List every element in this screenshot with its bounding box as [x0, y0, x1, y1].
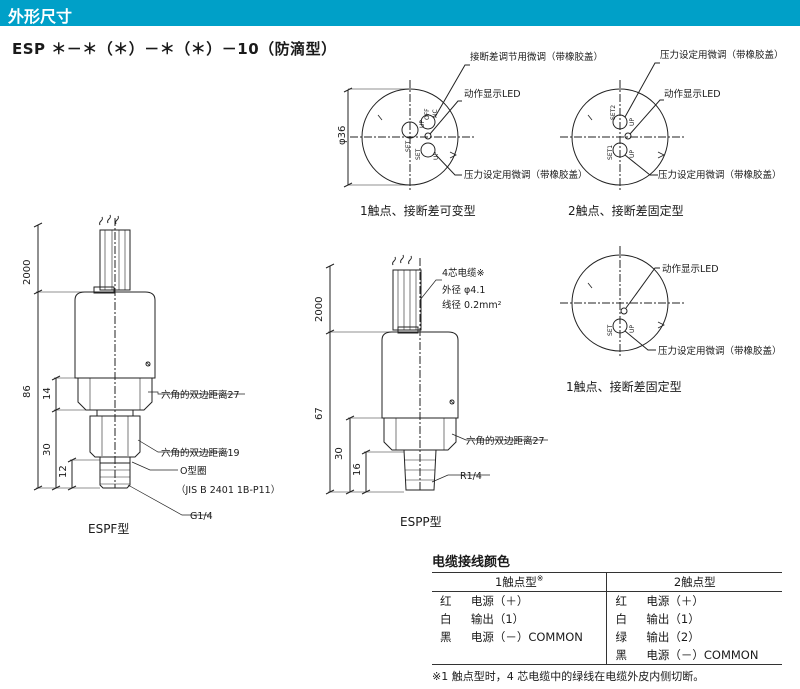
mark-top1-1: NC: [432, 109, 439, 118]
mark-top3-0: SET: [607, 324, 614, 336]
cell-color: 红: [606, 591, 639, 610]
label-espp-cable: 4芯电缆※: [442, 267, 485, 279]
cable-color-table: 1触点型※ 2触点型 红 电源（＋） 红 电源（＋） 白 输出（1） 白 输出（…: [432, 572, 782, 665]
cell-signal: 输出（1）: [470, 612, 525, 626]
table-row: 黑 电源（－）COMMON 绿 输出（2）: [432, 628, 782, 646]
cell-signal: 电源（－）COMMON: [470, 630, 583, 644]
cell-color: 白: [606, 610, 639, 628]
dim-espp-16: 16: [352, 463, 363, 476]
label-top2-micro-press-top: 压力设定用微调（带橡胶盖）: [660, 49, 784, 61]
label-espp-od: 外径 φ4.1: [442, 284, 485, 296]
mark-top2-2: SET1: [607, 145, 614, 160]
label-top1-micro-diff: 接断差调节用微调（带橡胶盖）: [470, 51, 603, 63]
cell-signal: 输出（1）: [646, 612, 700, 626]
label-espf-jis: （JIS B 2401 1B-P11）: [176, 484, 280, 496]
cell-signal: 电源（＋）: [646, 594, 704, 608]
mark-top1-3: UP: [419, 120, 426, 128]
dim-espf-30: 30: [42, 443, 53, 456]
dim-espf-12: 12: [58, 465, 69, 478]
mark-top2-3: UP: [629, 150, 636, 158]
dim-espf-86: 86: [22, 385, 33, 398]
caption-top2: 2触点、接断差固定型: [568, 203, 684, 218]
top-view-3: [560, 246, 685, 358]
label-top3-micro-press: 压力设定用微调（带橡胶盖）: [658, 345, 782, 357]
top-view-2: [560, 62, 685, 192]
page-title: 外形尺寸: [8, 7, 73, 26]
model-code: ESP ＊－＊（＊）－＊（＊）－10（防滴型）: [12, 40, 337, 58]
table-row: 黑 电源（－）COMMON: [432, 646, 782, 665]
label-top1-led: 动作显示LED: [464, 88, 521, 100]
table-row: 白 输出（1） 白 输出（1）: [432, 610, 782, 628]
label-espf-oring: O型圈: [180, 466, 206, 477]
table-row: 红 电源（＋） 红 电源（＋）: [432, 591, 782, 610]
caption-top3: 1触点、接断差固定型: [566, 379, 682, 394]
col-header-1-mark: ※: [536, 574, 544, 584]
mark-top2-1: UP: [629, 118, 636, 126]
mark-top1-0: OFF: [424, 108, 431, 120]
cell-signal: 电源（－）COMMON: [638, 646, 782, 665]
cell-signal: 输出（2）: [646, 630, 700, 644]
mark-top1-4: SET: [415, 148, 422, 160]
mark-top1-5: UP: [433, 152, 440, 160]
top-view-1: [343, 64, 475, 192]
table-title: 电缆接线颜色: [432, 555, 511, 570]
mark-top2-0: SET2: [610, 105, 617, 120]
mark-top3-1: UP: [629, 325, 636, 333]
label-top1-micro-press: 压力设定用微调（带橡胶盖）: [464, 169, 588, 181]
col-header-1: 1触点型※: [432, 572, 607, 592]
dim-espf-2000: 2000: [22, 260, 33, 285]
dim-espp-2000: 2000: [314, 297, 325, 322]
mark-top1-2: SET: [405, 140, 412, 152]
espp-side-view: [325, 254, 548, 495]
label-top3-led: 动作显示LED: [662, 263, 719, 275]
header-bar: 外形尺寸: [0, 0, 800, 26]
label-top2-led: 动作显示LED: [664, 88, 721, 100]
table-header-row: 1触点型※ 2触点型: [432, 572, 782, 592]
col-header-2: 2触点型: [606, 572, 782, 592]
espf-side-view: [33, 214, 245, 516]
label-top2-micro-press-bottom: 压力设定用微调（带橡胶盖）: [658, 169, 782, 181]
caption-espp: ESPP型: [400, 515, 442, 529]
cell-color: 红: [440, 594, 452, 608]
cell-color: 白: [440, 612, 452, 626]
label-espp-wire: 线径 0.2mm²: [442, 299, 502, 311]
cell-signal: 电源（＋）: [470, 594, 529, 608]
label-espf-hex19: 六角的双边距离19: [161, 447, 240, 459]
cell-signal: [462, 646, 607, 665]
cell-color: [432, 646, 463, 665]
labels: 接断差调节用微调（带橡胶盖） 动作显示LED 压力设定用微调（带橡胶盖） φ36…: [22, 49, 784, 536]
cell-color: 黑: [606, 646, 639, 665]
label-top1-dia: φ36: [337, 126, 348, 145]
label-espp-hex27: 六角的双边距离27: [466, 435, 545, 447]
dim-espf-14: 14: [42, 387, 53, 400]
dim-espp-30: 30: [334, 447, 345, 460]
cell-color: 绿: [606, 628, 639, 646]
cell-color: 黑: [440, 630, 452, 644]
caption-espf: ESPF型: [88, 522, 129, 536]
footnote: ※1 触点型时，4 芯电缆中的绿线在电缆外皮内侧切断。: [432, 670, 705, 683]
caption-top1: 1触点、接断差可变型: [360, 203, 476, 218]
dim-espp-67: 67: [314, 407, 325, 420]
label-espp-r14: R1/4: [460, 471, 482, 482]
label-espf-hex27: 六角的双边距离27: [161, 389, 240, 401]
label-espf-g14: G1/4: [190, 511, 213, 522]
